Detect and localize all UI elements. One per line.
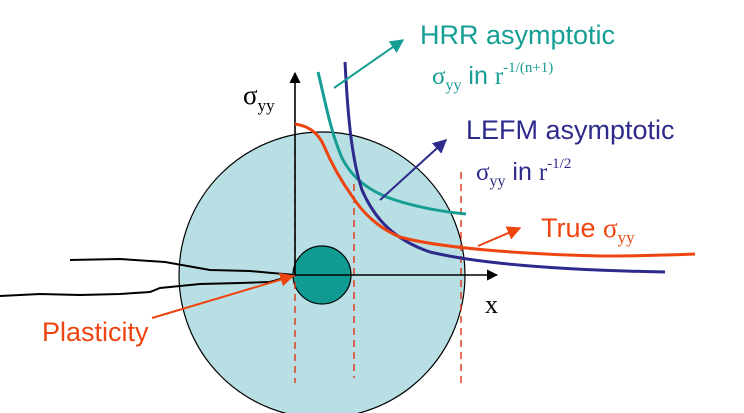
y-axis-label: σyy: [243, 80, 275, 115]
true-sigma: σ: [603, 213, 618, 243]
hrr-r: r: [495, 63, 504, 90]
hrr-in: in: [461, 62, 494, 90]
hrr-sigma-sub: yy: [445, 77, 461, 94]
true-stress-curve: [294, 122, 696, 258]
plasticity-arrow: [151, 272, 295, 319]
y-axis-sigma: σ: [243, 80, 258, 110]
crack-lower-line: [0, 274, 296, 297]
hrr-sigma: σ: [432, 63, 446, 90]
lefm-title-label: LEFM asymptotic: [466, 115, 675, 145]
lefm-sigma: σ: [476, 159, 490, 186]
x-axis-label: x: [485, 290, 498, 319]
y-axis-sub: yy: [258, 96, 276, 115]
lefm-in: in: [505, 158, 538, 186]
lefm-exponent: -1/2: [547, 156, 571, 172]
true-stress-label: True σyy: [541, 213, 635, 247]
hrr-title-label: HRR asymptotic: [420, 20, 615, 50]
lefm-sigma-sub: yy: [489, 173, 505, 190]
lefm-relation-label: σyy in r-1/2: [476, 156, 571, 190]
lefm-arrow: [379, 139, 448, 201]
true-stress-arrow: [477, 226, 522, 247]
true-sigma-sub: yy: [618, 228, 636, 247]
hrr-relation-label: σyy in r-1/(n+1): [432, 60, 553, 94]
plasticity-label: Plasticity: [42, 317, 149, 347]
crack-upper-line: [69, 257, 296, 276]
hrr-arrow: [333, 39, 405, 89]
true-word: True: [541, 213, 603, 243]
hrr-exponent: -1/(n+1): [503, 60, 553, 76]
lefm-r: r: [539, 159, 548, 186]
